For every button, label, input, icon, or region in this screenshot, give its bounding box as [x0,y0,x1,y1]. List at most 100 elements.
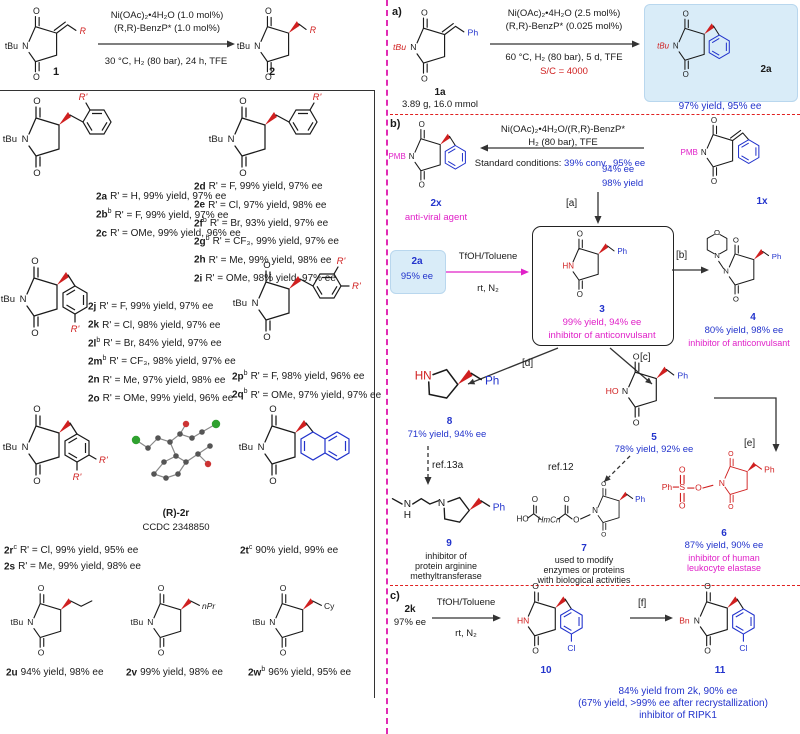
svg-text:tBu: tBu [5,41,18,51]
svg-text:N: N [622,386,628,396]
svg-text:PMB: PMB [388,152,405,161]
svg-text:Ph: Ph [677,371,688,381]
svg-text:N: N [254,41,260,51]
svg-text:Ph: Ph [662,482,673,492]
svg-text:N: N [592,506,598,515]
svg-text:HN: HN [517,615,529,625]
svg-text:N: N [252,298,259,309]
svg-text:Ph: Ph [764,465,775,475]
label-2k: 2k [404,604,416,615]
tag-6-line1: inhibitor of human [688,553,760,563]
svg-text:tBu: tBu [239,442,253,453]
a-catalyst-1: Ni(OAc)₂•4H₂O (2.5 mol%) [507,8,621,19]
arrow-f-step [630,614,673,622]
arrow-ref12 [603,455,631,483]
c-result-line2: (67% yield, >99% ee after recrystallizat… [578,698,768,709]
a-result: 97% yield, 95% ee [678,101,762,112]
svg-text:Ph: Ph [485,374,499,387]
structure-2x: PMB N [388,119,466,191]
svg-text:R': R' [337,256,347,267]
label-compound-2: 2 [268,66,276,78]
svg-text:S: S [679,482,685,492]
caption-7-line3: with biological activities [537,575,631,585]
structure-1a: tBu N Ph [393,6,479,84]
box-2a-id: 2a [411,256,423,267]
structure-8: HN Ph [415,368,499,399]
svg-text:Ph: Ph [617,247,627,256]
svg-text:Ph: Ph [635,495,645,504]
svg-text:O: O [679,465,686,475]
divider-a-b [390,114,800,115]
step-label-e: [e] [744,438,756,449]
svg-text:PMB: PMB [680,148,697,157]
label-1a-amount: 3.89 g, 16.0 mmol [401,99,479,110]
label-10: 10 [540,665,552,676]
label-8: 8 [446,416,453,427]
c-tfoh: TfOH/Toluene [436,597,496,608]
svg-text:N: N [27,617,33,627]
svg-text:N: N [409,152,415,161]
svg-text:N: N [22,134,29,145]
svg-text:R: R [80,26,87,36]
step-label-d: [d] [522,358,534,369]
arrow-main-scheme [98,40,235,48]
label-6: 6 [721,528,727,539]
svg-text:tBu: tBu [253,617,266,627]
label-3: 3 [599,304,605,315]
svg-text:HN: HN [415,370,432,383]
result-6: 87% yield, 90% ee [684,540,764,551]
tag-4: inhibitor of anticonvulsant [688,338,790,348]
b-rt-n2: rt, N₂ [477,283,499,294]
label-2k-ee: 97% ee [393,617,427,628]
box-2a-ee: 95% ee [400,271,434,282]
svg-text:tBu: tBu [131,617,144,627]
structure-2t: tBu N [239,403,350,488]
section-b-label: b) [390,118,401,130]
svg-text:R': R' [352,281,362,292]
scheme-conditions: 30 °C, H₂ (80 bar), 24 h, TFE [104,56,228,67]
label-2x: 2x [430,198,442,209]
svg-text:Cl: Cl [567,643,575,653]
svg-text:tBu: tBu [209,134,223,145]
structure-2r: tBu N R' R' [3,403,109,488]
svg-text:Cy: Cy [324,601,335,611]
b-tfoh: TfOH/Toluene [458,251,518,262]
b-a-ee: 94% ee [602,164,635,175]
svg-text:H: H [404,510,411,521]
arrow-2a-to-3 [446,268,529,276]
svg-text:N: N [714,251,720,260]
a-substrate-catalyst-ratio: S/C = 4000 [540,66,588,77]
svg-text:O: O [695,483,702,493]
svg-text:nPr: nPr [202,601,216,611]
structure-scope-disub: tBu N R' R' [233,256,362,344]
svg-text:N: N [410,42,416,52]
svg-text:tBu: tBu [3,134,17,145]
step-label-c: [c] [640,352,651,363]
structure-2a-highlight: tBu N [657,9,730,80]
caption-9-line3: methyltransferase [410,571,482,581]
b-conditions: H₂ (80 bar), TFE [528,137,598,148]
structure-compound-2: tBu N R [237,5,317,83]
b-standard-conditions: Standard conditions: 39% conv., 95% ee [474,158,646,169]
label-1x: 1x [756,196,768,207]
svg-text:Ph: Ph [468,28,479,38]
divider-column-dashed [386,0,388,734]
caption-7-line2: enzymes or proteins [543,565,625,575]
svg-text:HmCn: HmCn [538,515,561,524]
svg-text:HO: HO [517,515,529,524]
structure-6: Ph S O O O N Ph [662,450,775,512]
svg-text:N: N [228,134,235,145]
svg-text:tBu: tBu [3,442,17,453]
